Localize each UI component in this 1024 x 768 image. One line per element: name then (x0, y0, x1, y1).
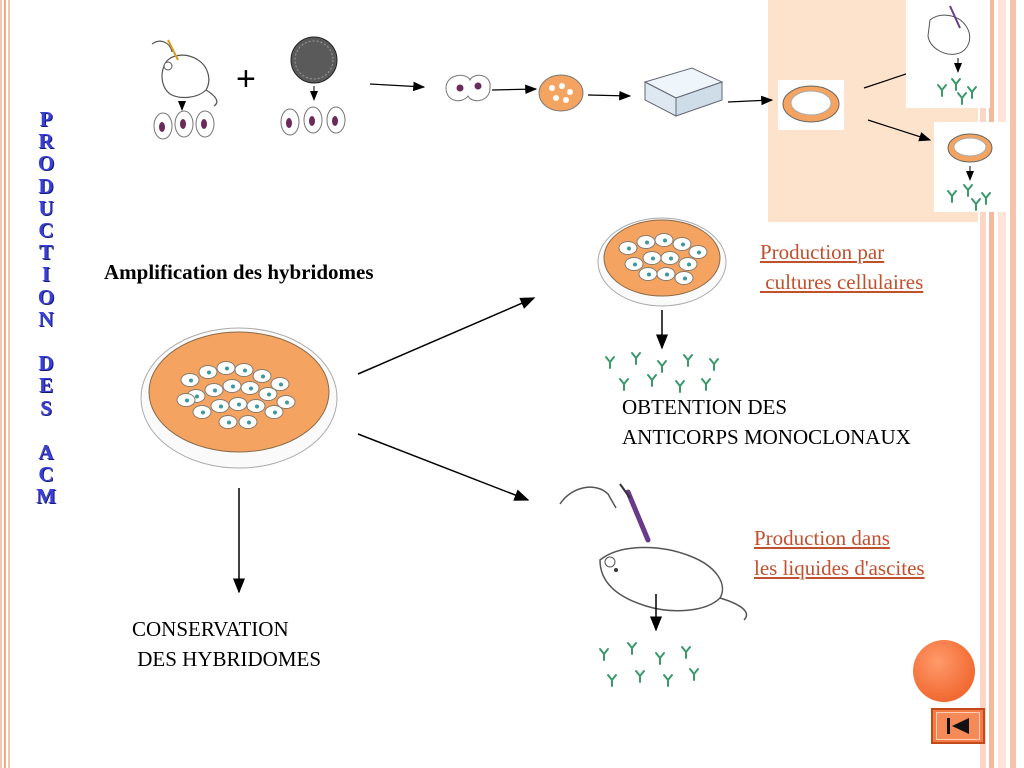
small-mouse-injection-panel (906, 0, 990, 108)
decorative-orange-circle (913, 640, 975, 702)
vertical-title-letter: D (38, 173, 54, 198)
first-slide-icon (936, 712, 980, 740)
vertical-title-letter: O (37, 284, 55, 309)
arrow-icon (587, 90, 632, 101)
large-petri-dish-icon (140, 327, 338, 469)
vertical-title-letter: D (38, 351, 54, 376)
culture-dish-panel-icon (778, 80, 844, 130)
vertical-title-letter: I (41, 262, 51, 287)
ascites-label-line2: les liquides d'ascites (754, 556, 925, 580)
antibodies-label-line2: ANTICORPS MONOCLONAUX (622, 425, 911, 449)
conservation-label-line1: CONSERVATION (132, 617, 289, 641)
vertical-title-letter: C (38, 218, 54, 243)
b-cells-icon (153, 110, 215, 140)
vertical-title-letter: T (38, 240, 53, 265)
plus-sign: + (236, 60, 256, 98)
vertical-title-letter: R (38, 129, 54, 154)
vertical-title-letter: N (38, 306, 54, 331)
well-plate-icon (643, 67, 724, 117)
vertical-title-letter: O (37, 151, 55, 176)
antibodies-label-line1: OBTENTION DES (622, 395, 788, 419)
antibodies-label: OBTENTION DES ANTICORPS MONOCLONAUX (622, 392, 911, 452)
culture-dish-icon (597, 217, 727, 393)
fused-cell-icon (445, 74, 491, 102)
conservation-label: CONSERVATION DES HYBRIDOMES (132, 614, 321, 674)
conservation-label-line2: DES HYBRIDOMES (132, 647, 322, 671)
small-dish-antibody-panel (934, 122, 1006, 212)
small-petri-dish-icon (538, 74, 584, 112)
mouse-injection-icon (559, 483, 748, 687)
arrow-icon (491, 84, 538, 95)
myeloma-cell-icon (280, 36, 346, 136)
vertical-title-letter: E (38, 373, 53, 398)
arrow-icon (727, 95, 774, 106)
immunized-mouse-icon (151, 39, 218, 111)
vertical-title-letter: S (40, 395, 52, 420)
vertical-title-letter: A (38, 440, 54, 465)
vertical-title-letter: P (39, 107, 53, 131)
arrow-icon (369, 81, 426, 92)
arrow-icon (867, 119, 932, 142)
culture-label-line2: cultures cellulaires (760, 270, 924, 294)
left-decorative-border (0, 0, 10, 768)
ascites-production-label: Production dans les liquides d'ascites (754, 523, 925, 583)
vertical-title-letter: M (36, 484, 56, 509)
ascites-label-line1: Production dans (754, 526, 890, 550)
culture-label-line1: Production par (760, 240, 885, 264)
amplification-heading: Amplification des hybridomes (104, 260, 374, 284)
arrow-to-culture-icon (357, 297, 536, 375)
vertical-title-letter: C (38, 462, 54, 487)
culture-production-label: Production par cultures cellulaires (760, 237, 923, 297)
arrow-to-ascites-icon (357, 433, 530, 501)
vertical-title-letter: U (38, 195, 54, 220)
first-slide-button[interactable] (931, 708, 985, 744)
